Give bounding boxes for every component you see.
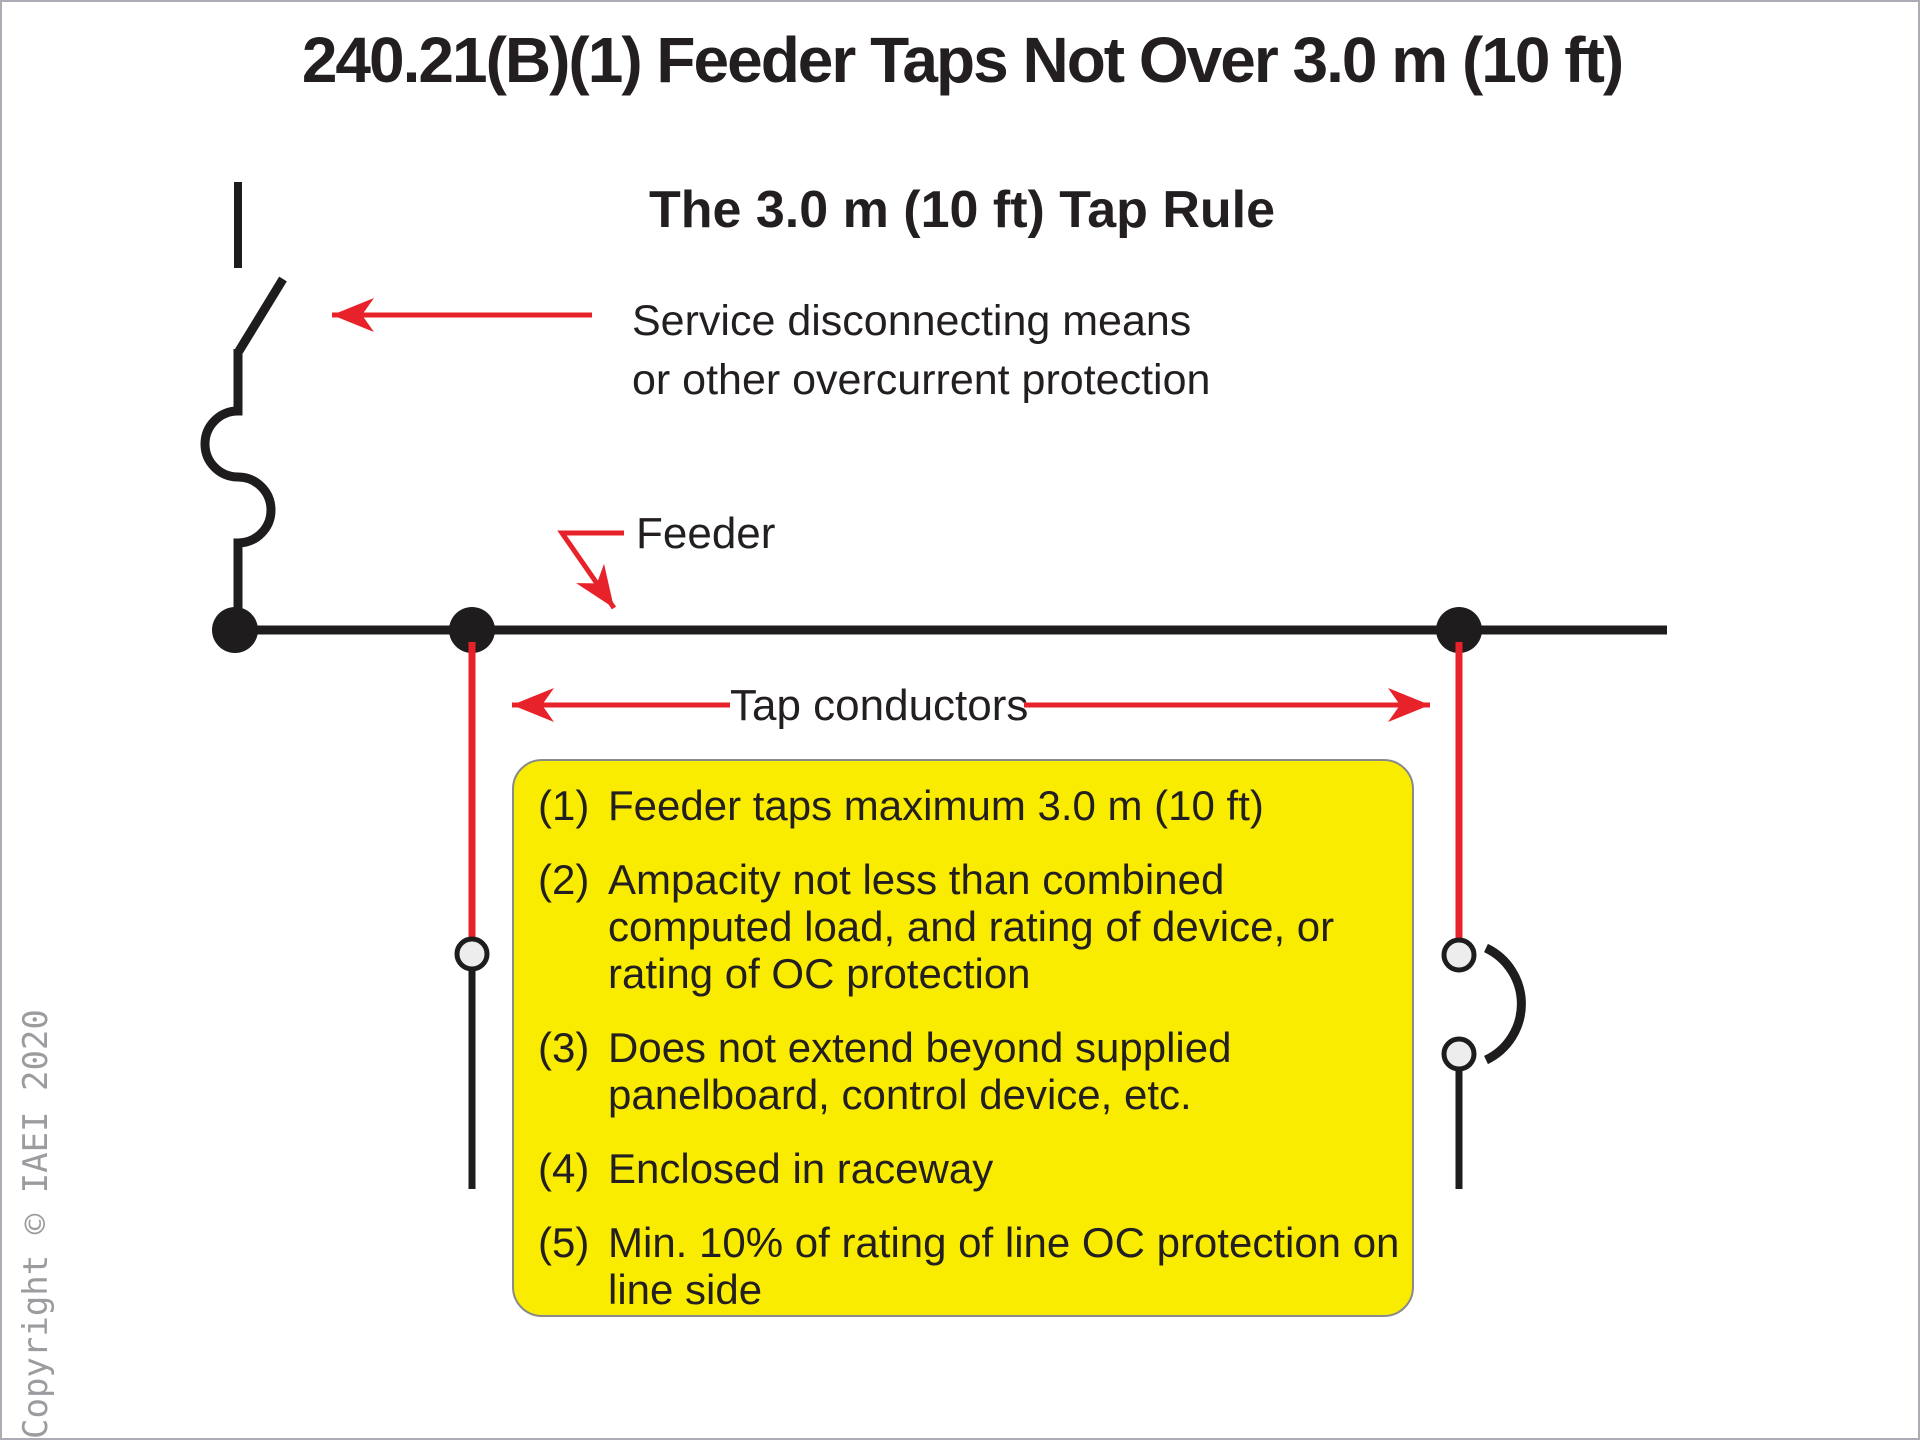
rule-item-2: (2) Ampacity not less than combined comp… xyxy=(538,856,1402,997)
right-tap-conductor xyxy=(1441,642,1526,1189)
copyright-notice: Copyright © IAEI 2020 xyxy=(16,1009,56,1439)
junction-dot-right-tap xyxy=(1436,607,1482,653)
rule-number: (3) xyxy=(538,1024,590,1071)
rule-number: (1) xyxy=(538,782,590,829)
junction-dot-left-tap xyxy=(449,607,495,653)
page-title: 240.21(B)(1) Feeder Taps Not Over 3.0 m … xyxy=(301,24,1624,96)
feeder-label: Feeder xyxy=(636,509,776,558)
rule-number: (4) xyxy=(538,1145,590,1192)
feeder-callout-arrow xyxy=(557,530,624,610)
rule-text: Feeder taps maximum 3.0 m (10 ft) xyxy=(608,782,1264,829)
left-tap-terminal-circle xyxy=(454,936,490,972)
right-tap-terminal-top-circle xyxy=(1441,937,1477,973)
subtitle: The 3.0 m (10 ft) Tap Rule xyxy=(648,181,1276,239)
rule-item-1: (1) Feeder taps maximum 3.0 m (10 ft) xyxy=(538,782,1402,829)
rule-number: (2) xyxy=(538,856,590,903)
tap-conductors-label: Tap conductors xyxy=(730,681,1029,730)
junction-dot-source xyxy=(212,607,258,653)
rule-item-3: (3) Does not extend beyond supplied pane… xyxy=(538,1024,1402,1118)
rule-text: Min. 10% of rating of line OC protection… xyxy=(608,1219,1400,1313)
service-disconnect-label: Service disconnecting means or other ove… xyxy=(632,297,1211,404)
rule-number: (5) xyxy=(538,1219,590,1266)
rule-text: Enclosed in raceway xyxy=(608,1145,994,1192)
rule-text: Does not extend beyond supplied panelboa… xyxy=(608,1024,1232,1118)
breaker-squiggle xyxy=(200,349,276,630)
rule-item-5: (5) Min. 10% of rating of line OC protec… xyxy=(538,1219,1402,1313)
tap-rules-callout-box: (1) Feeder taps maximum 3.0 m (10 ft) (2… xyxy=(512,759,1414,1317)
left-tap-conductor xyxy=(454,642,490,1189)
rule-text: Ampacity not less than combined computed… xyxy=(608,856,1335,997)
service-disconnect-symbol xyxy=(200,182,287,630)
right-tap-terminal-bottom-circle xyxy=(1441,1036,1477,1072)
switch-blade xyxy=(235,276,287,354)
right-tap-switch-arc xyxy=(1483,943,1526,1065)
rule-item-4: (4) Enclosed in raceway xyxy=(538,1145,1402,1192)
